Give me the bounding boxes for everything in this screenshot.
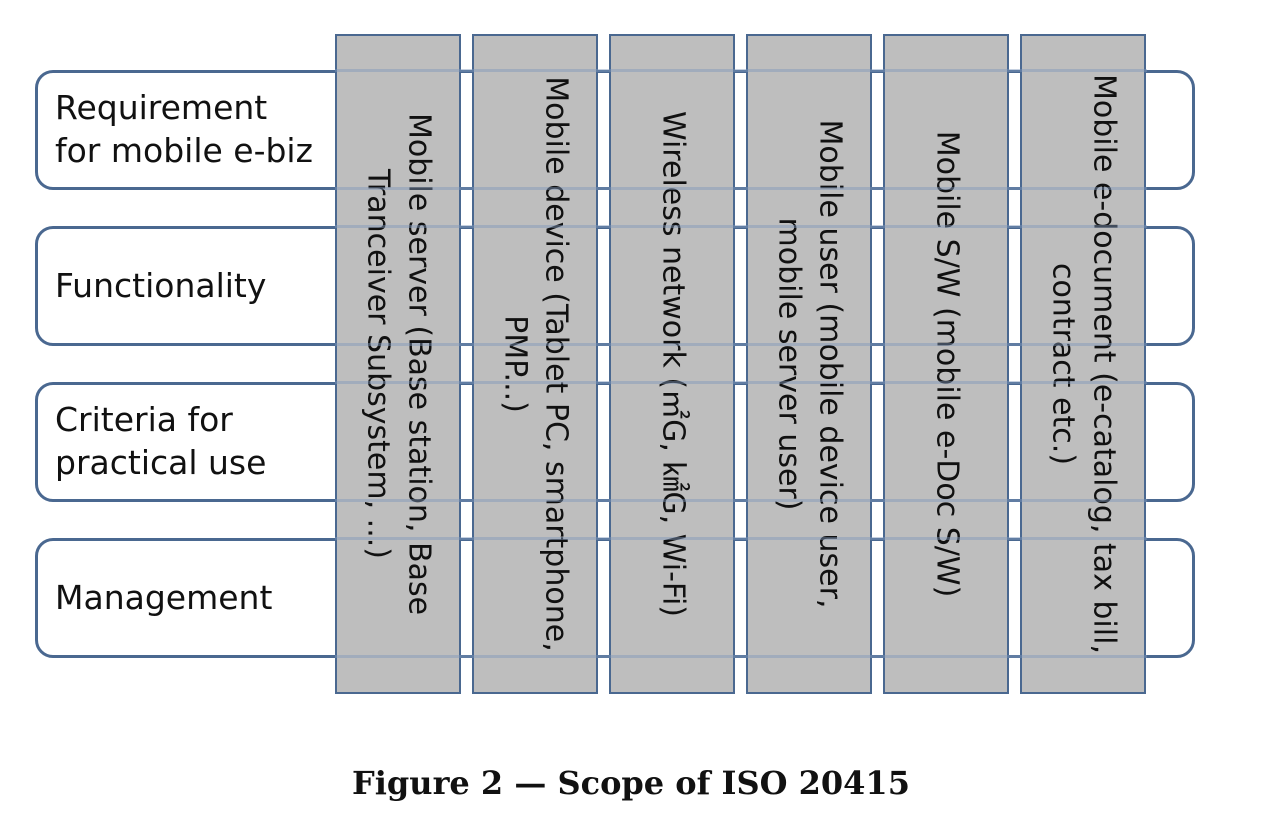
column-label: Wireless network (㎡G, ㎢G, Wi-Fi) [655, 110, 691, 618]
column-label: Mobile e-document (e-catalog, tax bill, … [1046, 74, 1122, 654]
column-label: Mobile user (mobile device user, mobile … [772, 119, 848, 609]
row-label: Functionality [55, 265, 267, 305]
row-label: Management [55, 577, 273, 617]
figure-caption: Figure 2 — Scope of ISO 20415 [352, 764, 910, 802]
column-mobile-server: Mobile server (Base station, Base Trance… [335, 34, 461, 694]
column-label: Mobile device (Tablet PC, smartphone, PM… [498, 76, 574, 652]
row-label: Requirement for mobile e-biz [55, 88, 313, 170]
row-label: Criteria for practical use [55, 400, 267, 482]
column-mobile-sw: Mobile S/W (mobile e-Doc S/W) [883, 34, 1009, 694]
column-mobile-device: Mobile device (Tablet PC, smartphone, PM… [472, 34, 598, 694]
column-wireless-network: Wireless network (㎡G, ㎢G, Wi-Fi) [609, 34, 735, 694]
column-label: Mobile server (Base station, Base Trance… [361, 112, 437, 616]
column-mobile-user: Mobile user (mobile device user, mobile … [746, 34, 872, 694]
column-label: Mobile S/W (mobile e-Doc S/W) [929, 130, 965, 598]
column-mobile-e-document: Mobile e-document (e-catalog, tax bill, … [1020, 34, 1146, 694]
